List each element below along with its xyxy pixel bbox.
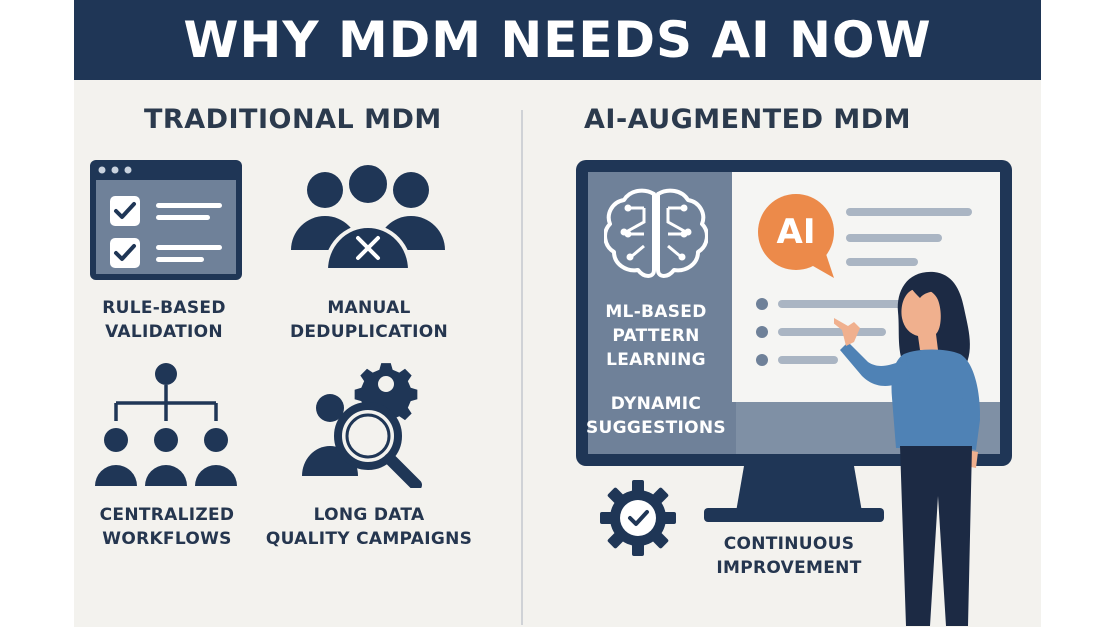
brain-circuit-icon — [604, 188, 708, 278]
people-cross-icon — [291, 162, 445, 272]
ai-speech-bubble-icon — [758, 194, 834, 278]
manual-deduplication-label: MANUAL DEDUPLICATION — [289, 298, 449, 342]
ml-based-pattern-learning-label: ML-BASED PATTERN LEARNING — [605, 302, 707, 370]
ai-augmented-mdm-heading: AI-AUGMENTED MDM — [584, 104, 912, 135]
centralized-workflows-label: CENTRALIZED WORKFLOWS — [99, 505, 235, 549]
checklist-window-icon — [90, 160, 242, 280]
presenter-woman-illustration — [834, 271, 980, 626]
org-chart-icon — [95, 363, 237, 486]
column-divider — [521, 110, 523, 625]
traditional-mdm-heading: TRADITIONAL MDM — [144, 104, 442, 135]
ai-bubble-text: AI — [776, 212, 816, 252]
long-data-quality-campaigns-label: LONG DATA QUALITY CAMPAIGNS — [265, 505, 473, 549]
gear-check-icon — [600, 480, 676, 556]
page-title: WHY MDM NEEDS AI NOW — [183, 11, 932, 69]
title-banner: WHY MDM NEEDS AI NOW — [74, 0, 1041, 80]
infographic-canvas: WHY MDM NEEDS AI NOW TRADITIONAL MDM RUL… — [74, 0, 1041, 627]
magnifier-gear-person-icon — [302, 363, 422, 488]
rule-based-validation-label: RULE-BASED VALIDATION — [102, 298, 226, 342]
continuous-improvement-label: CONTINUOUS IMPROVEMENT — [716, 534, 862, 578]
dynamic-suggestions-label: DYNAMIC SUGGESTIONS — [586, 394, 726, 438]
